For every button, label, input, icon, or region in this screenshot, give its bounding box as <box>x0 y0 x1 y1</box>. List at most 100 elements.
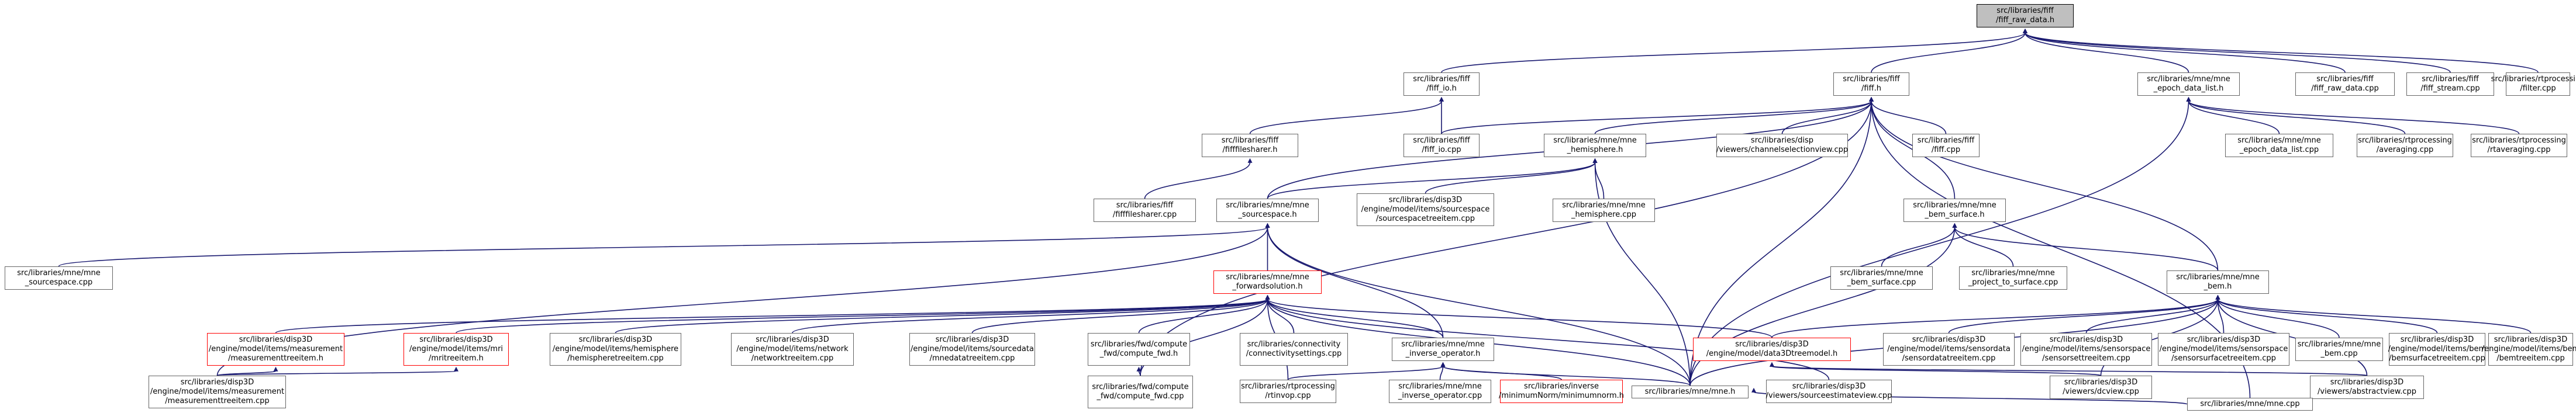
node-minimumnorm-h[interactable]: src/libraries/inverse /minimumNorm/minim… <box>1499 380 1624 403</box>
node-rtinvop-cpp[interactable]: src/libraries/rtprocessing /rtinvop.cpp <box>1240 380 1336 403</box>
edge-mne_bem_cpp-to-mne_bem_h <box>2215 294 2340 338</box>
node-epoch-data-list-h[interactable]: src/libraries/mne/mne _epoch_data_list.h <box>2137 72 2240 96</box>
node-compute-fwd-cpp[interactable]: src/libraries/fwd/compute _fwd/compute_f… <box>1088 376 1193 408</box>
edge-bemtreeitem_cpp-to-mne_bem_h <box>2215 294 2532 334</box>
node-inverse-operator-cpp[interactable]: src/libraries/mne/mne _inverse_operator.… <box>1389 380 1491 403</box>
node-compute-fwd-h[interactable]: src/libraries/fwd/compute _fwd/compute_f… <box>1088 333 1190 366</box>
node-mne-bem-h[interactable]: src/libraries/mne/mne _bem.h <box>2167 270 2269 294</box>
node-sourcespace-h[interactable]: src/libraries/mne/mne _sourcespace.h <box>1216 199 1319 222</box>
node-rtaveraging-cpp[interactable]: src/libraries/rtprocessing /rtaveraging.… <box>2471 134 2567 157</box>
edge-mne_h-to-epoch_data_list_h <box>1689 96 2191 386</box>
node-bem-surface-h[interactable]: src/libraries/mne/mne _bem_surface.h <box>1903 199 2006 222</box>
node-label: src/libraries/mne/mne _project_to_surfac… <box>1968 269 2058 287</box>
edge-fiff_stream_cpp-to-fiff_raw_data_h <box>2023 28 2451 73</box>
node-measurementtreeitem-cpp[interactable]: src/libraries/disp3D /engine/model/items… <box>149 376 286 408</box>
edge-filter_cpp-to-fiff_raw_data_h <box>2023 28 2539 73</box>
node-mnedatatreeitem-cpp[interactable]: src/libraries/disp3D /engine/model/items… <box>909 333 1035 366</box>
node-label: src/libraries/mne/mne _sourcespace.cpp <box>17 269 101 287</box>
node-fiff-raw-data-cpp[interactable]: src/libraries/fiff /fiff_raw_data.cpp <box>2295 72 2395 96</box>
node-label: src/libraries/rtprocessing /rtaveraging.… <box>2472 136 2566 154</box>
node-fifffilesharer-cpp[interactable]: src/libraries/fiff /fifffilesharer.cpp <box>1094 199 1196 222</box>
edge-fiff_io_cpp-to-fiff_h <box>1441 96 1874 134</box>
node-bem-surface-cpp[interactable]: src/libraries/mne/mne _bem_surface.cpp <box>1830 266 1933 290</box>
node-dcview-cpp[interactable]: src/libraries/disp3D /viewers/dcview.cpp <box>2050 376 2152 399</box>
node-fiff-h[interactable]: src/libraries/fiff /fiff.h <box>1833 72 1909 96</box>
edge-data3dtreemodel_h-to-mne_bem_h <box>1771 294 2220 338</box>
node-label: src/libraries/disp3D /engine/model/items… <box>2022 335 2151 363</box>
edge-control3dview_cpp-to-data3dtreemodel_h <box>1770 362 2102 376</box>
edge-abstractview_cpp-to-data3dtreemodel_h <box>1770 362 2368 376</box>
node-filter-cpp[interactable]: src/libraries/rtprocessing /filter.cpp <box>2491 72 2576 96</box>
node-sourcespacetreeitem-cpp[interactable]: src/libraries/disp3D /engine/model/items… <box>1357 193 1494 226</box>
node-fiff-io-cpp[interactable]: src/libraries/fiff /fiff_io.cpp <box>1403 134 1480 157</box>
node-label: src/libraries/fiff /fiff_raw_data.cpp <box>2311 75 2379 93</box>
node-connectivitysettings-cpp[interactable]: src/libraries/connectivity /connectivity… <box>1240 333 1348 366</box>
node-label: src/libraries/fiff /fiff.h <box>1843 75 1900 93</box>
node-label: src/libraries/disp3D /engine/model/items… <box>2159 335 2288 363</box>
node-label: src/libraries/fiff /fiff_raw_data.h <box>1995 6 2055 25</box>
edge-networktreeitem_cpp-to-forwardsolution_h <box>792 294 1270 334</box>
node-sensorsettreeitem-cpp[interactable]: src/libraries/disp3D /engine/model/items… <box>2020 333 2152 366</box>
node-label: src/libraries/disp3D /engine/model/items… <box>736 335 849 363</box>
node-label: src/libraries/mne/mne _bem.cpp <box>2297 340 2381 358</box>
edge-mne_h-to-fiff_h <box>1689 96 1874 386</box>
node-label: src/libraries/fiff /fifffilesharer.cpp <box>1112 201 1177 219</box>
node-channelselectionview-cpp[interactable]: src/libraries/disp /viewers/channelselec… <box>1716 134 1848 157</box>
node-label: src/libraries/connectivity /connectivity… <box>1246 340 1342 358</box>
node-label: src/libraries/rtprocessing /averaging.cp… <box>2358 136 2452 154</box>
node-abstractview-cpp[interactable]: src/libraries/disp3D /viewers/abstractvi… <box>2310 376 2424 399</box>
node-label: src/libraries/inverse /minimumNorm/minim… <box>1499 382 1624 400</box>
node-label: src/libraries/fwd/compute _fwd/compute_f… <box>1090 340 1188 358</box>
edge-sensorsurfacetreeitem_cpp-to-mne_bem_h <box>2215 294 2225 334</box>
node-fiff-raw-data-h[interactable]: src/libraries/fiff /fiff_raw_data.h <box>1977 4 2074 27</box>
node-averaging-cpp[interactable]: src/libraries/rtprocessing /averaging.cp… <box>2357 134 2453 157</box>
node-hemispheretreeitem-cpp[interactable]: src/libraries/disp3D /engine/model/items… <box>550 333 681 366</box>
edge-rtaveraging_cpp-to-epoch_data_list_h <box>2186 96 2520 134</box>
edge-measurementtreeitem_cpp-to-mritreeitem_h <box>216 366 458 376</box>
edge-sensorsettreeitem_cpp-to-mne_bem_h <box>2085 294 2220 334</box>
node-label: src/libraries/disp3D /engine/model/items… <box>208 335 343 363</box>
node-label: src/libraries/disp3D /engine/model/items… <box>1361 196 1490 223</box>
node-mne-hemisphere-cpp[interactable]: src/libraries/mne/mne _hemisphere.cpp <box>1553 199 1655 222</box>
edge-inverse_operator_h-to-sourcespace_h <box>1265 223 1444 338</box>
node-fiff-io-h[interactable]: src/libraries/fiff /fiff_io.h <box>1403 72 1480 96</box>
node-fiff-stream-cpp[interactable]: src/libraries/fiff /fiff_stream.cpp <box>2406 72 2494 96</box>
node-mne-sourcespace-cpp[interactable]: src/libraries/mne/mne _sourcespace.cpp <box>5 266 113 290</box>
node-bemtreeitem-cpp[interactable]: src/libraries/disp3D /engine/model/items… <box>2482 333 2576 366</box>
node-label: src/libraries/mne/mne _hemisphere.h <box>1553 136 1637 154</box>
node-sensorsurfacetreeitem-cpp[interactable]: src/libraries/disp3D /engine/model/items… <box>2158 333 2289 366</box>
node-label: src/libraries/mne/mne _hemisphere.cpp <box>1562 201 1646 219</box>
edge-connectivitysettings_cpp-to-forwardsolution_h <box>1265 294 1295 334</box>
node-networktreeitem-cpp[interactable]: src/libraries/disp3D /engine/model/items… <box>731 333 854 366</box>
node-sensordatatreeitem-cpp[interactable]: src/libraries/disp3D /engine/model/items… <box>1883 333 2015 366</box>
node-forwardsolution-h[interactable]: src/libraries/mne/mne _forwardsolution.h <box>1213 270 1322 294</box>
node-data3dtreemodel-h[interactable]: src/libraries/disp3D /engine/model/data3… <box>1693 338 1851 361</box>
edge-measurementtreeitem_h-to-forwardsolution_h <box>275 294 1270 334</box>
node-mne-bem-cpp[interactable]: src/libraries/mne/mne _bem.cpp <box>2295 338 2383 361</box>
node-label: src/libraries/disp /viewers/channelselec… <box>1716 136 1849 154</box>
node-fifffilesharer-h[interactable]: src/libraries/fiff /fifffilesharer.h <box>1202 134 1298 157</box>
node-label: src/libraries/disp3D /engine/model/data3… <box>1706 340 1838 358</box>
node-inverse-operator-h[interactable]: src/libraries/mne/mne _inverse_operator.… <box>1392 338 1494 361</box>
node-mne-hemisphere-h[interactable]: src/libraries/mne/mne _hemisphere.h <box>1544 134 1646 157</box>
node-label: src/libraries/fiff /fifffilesharer.h <box>1221 136 1279 154</box>
node-mne-cpp[interactable]: src/libraries/mne/mne.cpp <box>2187 398 2313 411</box>
edge-sourcespacetreeitem_cpp-to-mne_hemisphere_h <box>1425 158 1598 194</box>
node-sourceestimateview-cpp[interactable]: src/libraries/disp3D /viewers/sourceesti… <box>1766 380 1892 403</box>
node-epoch-data-list-cpp[interactable]: src/libraries/mne/mne _epoch_data_list.c… <box>2225 134 2333 157</box>
node-fiff-cpp[interactable]: src/libraries/fiff /fiff.cpp <box>1912 134 1980 157</box>
edge-sourcespace_h-to-mne_hemisphere_h <box>1267 158 1598 199</box>
node-bemsurfacetreeitem-cpp[interactable]: src/libraries/disp3D /engine/model/items… <box>2388 333 2486 366</box>
node-mritreeitem-h[interactable]: src/libraries/disp3D /engine/model/items… <box>404 333 509 366</box>
edge-abstractview_cpp-to-mne_bem_h <box>2215 294 2368 376</box>
edge-mne_h-to-mne_hemisphere_h <box>1592 158 1691 386</box>
node-label: src/libraries/disp3D /viewers/abstractvi… <box>2318 378 2416 396</box>
node-label: src/libraries/disp3D /engine/model/items… <box>409 335 504 363</box>
edge-hemispheretreeitem_cpp-to-forwardsolution_h <box>615 294 1270 334</box>
node-measurementtreeitem-h[interactable]: src/libraries/disp3D /engine/model/items… <box>207 333 344 366</box>
edge-fifffilesharer_h-to-fiff_io_h <box>1249 96 1444 134</box>
node-project-to-surface-cpp[interactable]: src/libraries/mne/mne _project_to_surfac… <box>1959 266 2067 290</box>
node-mne-h[interactable]: src/libraries/mne/mne.h <box>1632 386 1749 398</box>
edge-mne_bem_h-to-bem_surface_h <box>1952 223 2219 271</box>
edge-mne_bem_h-to-fiff_h <box>1869 96 2219 271</box>
